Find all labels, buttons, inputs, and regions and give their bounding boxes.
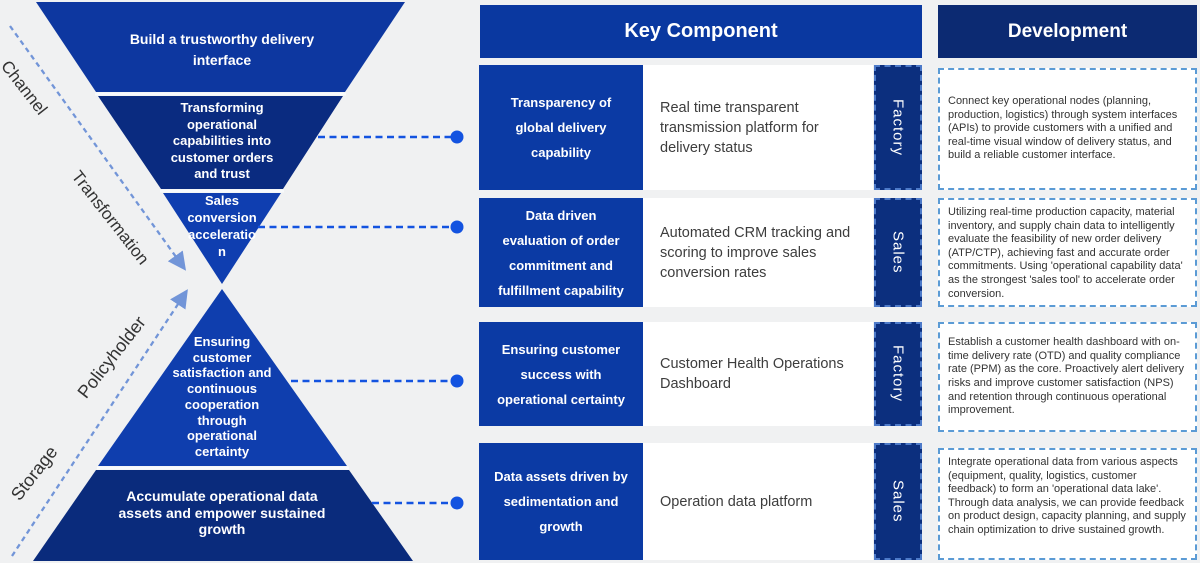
channel-transformation-arrow bbox=[9, 25, 187, 271]
key-component-title-1: Transparency of global delivery capabili… bbox=[479, 65, 643, 190]
funnel-band1-shape bbox=[36, 2, 405, 92]
development-note-4: Integrate operational data from various … bbox=[938, 448, 1197, 560]
key-component-description-3: Customer Health Operations Dashboard bbox=[643, 322, 873, 426]
connector-dot-2 bbox=[450, 220, 464, 234]
development-note-2: Utilizing real-time production capacity,… bbox=[938, 198, 1197, 307]
development-note-3: Establish a customer health dashboard wi… bbox=[938, 322, 1197, 432]
development-note-text: Integrate operational data from various … bbox=[948, 456, 1186, 536]
key-component-tag-4: Sales bbox=[874, 443, 922, 560]
funnel-graphic bbox=[9, 2, 464, 561]
funnel-band-label-1: Build a trustworthy delivery interface bbox=[129, 31, 315, 68]
key-component-title-3: Ensuring customer success with operation… bbox=[479, 322, 643, 426]
key-component-tag-1: Factory bbox=[874, 65, 922, 190]
key-component-tag-2: Sales bbox=[874, 198, 922, 307]
storage-policyholder-arrow bbox=[11, 289, 188, 557]
tag-label: Sales bbox=[889, 480, 907, 523]
key-component-tag-3: Factory bbox=[874, 322, 922, 426]
connector-dot-3 bbox=[450, 374, 464, 388]
development-note-1: Connect key operational nodes (planning,… bbox=[938, 68, 1197, 190]
funnel-band-label-2: Transforming operational capabilities in… bbox=[170, 100, 274, 181]
key-component-title-2: Data driven evaluation of order commitme… bbox=[479, 198, 643, 307]
development-header: Development bbox=[938, 5, 1197, 58]
tag-label: Factory bbox=[889, 98, 907, 156]
key-component-row-3: Ensuring customer success with operation… bbox=[479, 322, 922, 426]
key-component-row-4: Data assets driven by sedimentation and … bbox=[479, 443, 922, 560]
key-component-description-text: Automated CRM tracking and scoring to im… bbox=[660, 224, 851, 281]
key-component-header: Key Component bbox=[480, 5, 922, 58]
key-component-row-1: Transparency of global delivery capabili… bbox=[479, 65, 922, 190]
tag-label: Factory bbox=[889, 345, 907, 403]
key-component-description-1: Real time transparent transmission platf… bbox=[643, 65, 873, 190]
funnel-band-label-4: Ensuring customer satisfaction and conti… bbox=[172, 334, 272, 459]
funnel-band5-shape bbox=[33, 470, 413, 561]
key-component-description-2: Automated CRM tracking and scoring to im… bbox=[643, 198, 873, 307]
tag-label: Sales bbox=[889, 231, 907, 274]
connector-dot-1 bbox=[450, 130, 464, 144]
key-component-description-text: Customer Health Operations Dashboard bbox=[660, 356, 844, 392]
funnel-band4-shape bbox=[98, 289, 347, 466]
development-note-text: Establish a customer health dashboard wi… bbox=[948, 336, 1184, 417]
key-component-description-text: Operation data platform bbox=[660, 493, 813, 510]
funnel-band3-shape bbox=[163, 193, 281, 284]
key-component-description-text: Real time transparent transmission platf… bbox=[660, 99, 819, 156]
development-note-text: Utilizing real-time production capacity,… bbox=[948, 206, 1183, 300]
development-note-text: Connect key operational nodes (planning,… bbox=[948, 95, 1178, 162]
funnel-band-label-3: Sales conversion acceleratio n bbox=[187, 193, 257, 259]
key-component-row-2: Data driven evaluation of order commitme… bbox=[479, 198, 922, 307]
key-component-description-4: Operation data platform bbox=[643, 443, 873, 560]
funnel-band2-shape bbox=[98, 96, 343, 189]
funnel-band-label-5: Accumulate operational data assets and e… bbox=[118, 488, 326, 537]
connector-dot-4 bbox=[450, 496, 464, 510]
key-component-title-4: Data assets driven by sedimentation and … bbox=[479, 443, 643, 560]
